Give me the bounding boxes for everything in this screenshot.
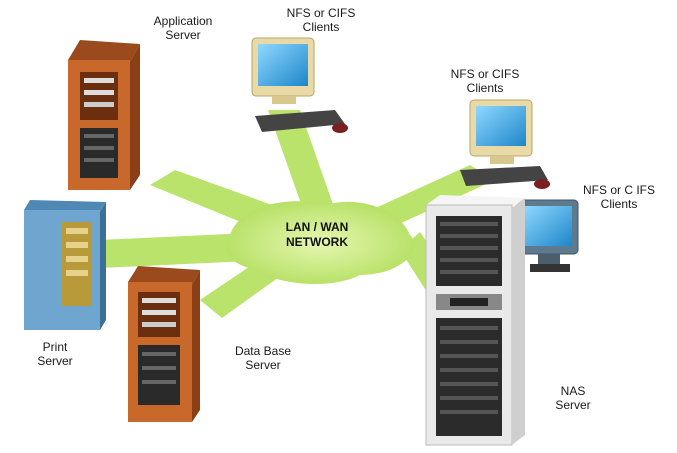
application-server-label: Application Server — [128, 14, 238, 42]
nfs-client-top-label-line2: Clients — [302, 20, 340, 34]
nfs-client-right-label-line1: NFS or CIFS — [450, 67, 520, 81]
nfs-client-top — [251, 37, 348, 133]
database-server-label-line2: Server — [245, 358, 281, 372]
nas-server-label: NAS Server — [538, 384, 608, 412]
application-server — [68, 40, 140, 190]
nfs-client-right-label-line2: Clients — [466, 81, 504, 95]
nas-server-label-line1: NAS — [560, 384, 586, 398]
link-nfs-top — [268, 110, 335, 215]
nfs-client-right2-label-line1: NFS or C IFS — [582, 183, 655, 197]
database-server-label-line1: Data Base — [234, 344, 292, 358]
nfs-client-right2-label: NFS or C IFS Clients — [566, 183, 672, 211]
hub-label-line2: NETWORK — [286, 235, 348, 249]
nfs-client-top-label-line1: NFS or CIFS — [286, 6, 356, 20]
nfs-client-right — [460, 99, 550, 189]
database-server-label: Data Base Server — [208, 344, 318, 372]
print-server-label-line1: Print — [42, 340, 68, 354]
nfs-client-top-label: NFS or CIFS Clients — [266, 6, 376, 34]
hub-label-line1: LAN / WAN — [285, 220, 349, 234]
nfs-client-right-label: NFS or CIFS Clients — [430, 67, 540, 95]
nfs-client-right2-label-line2: Clients — [600, 197, 638, 211]
nfs-client-right2 — [517, 199, 579, 272]
application-server-label-line1: Application — [153, 14, 213, 28]
hub-label: LAN / WAN NETWORK — [272, 220, 362, 250]
nas-server-label-line2: Server — [555, 398, 591, 412]
nas-server — [425, 195, 525, 446]
lan-wan-hub — [226, 201, 415, 285]
print-server-label: Print Server — [20, 340, 90, 368]
application-server-label-line2: Server — [165, 28, 201, 42]
database-server — [128, 266, 200, 422]
print-server-label-line2: Server — [37, 354, 73, 368]
print-server — [24, 200, 106, 330]
